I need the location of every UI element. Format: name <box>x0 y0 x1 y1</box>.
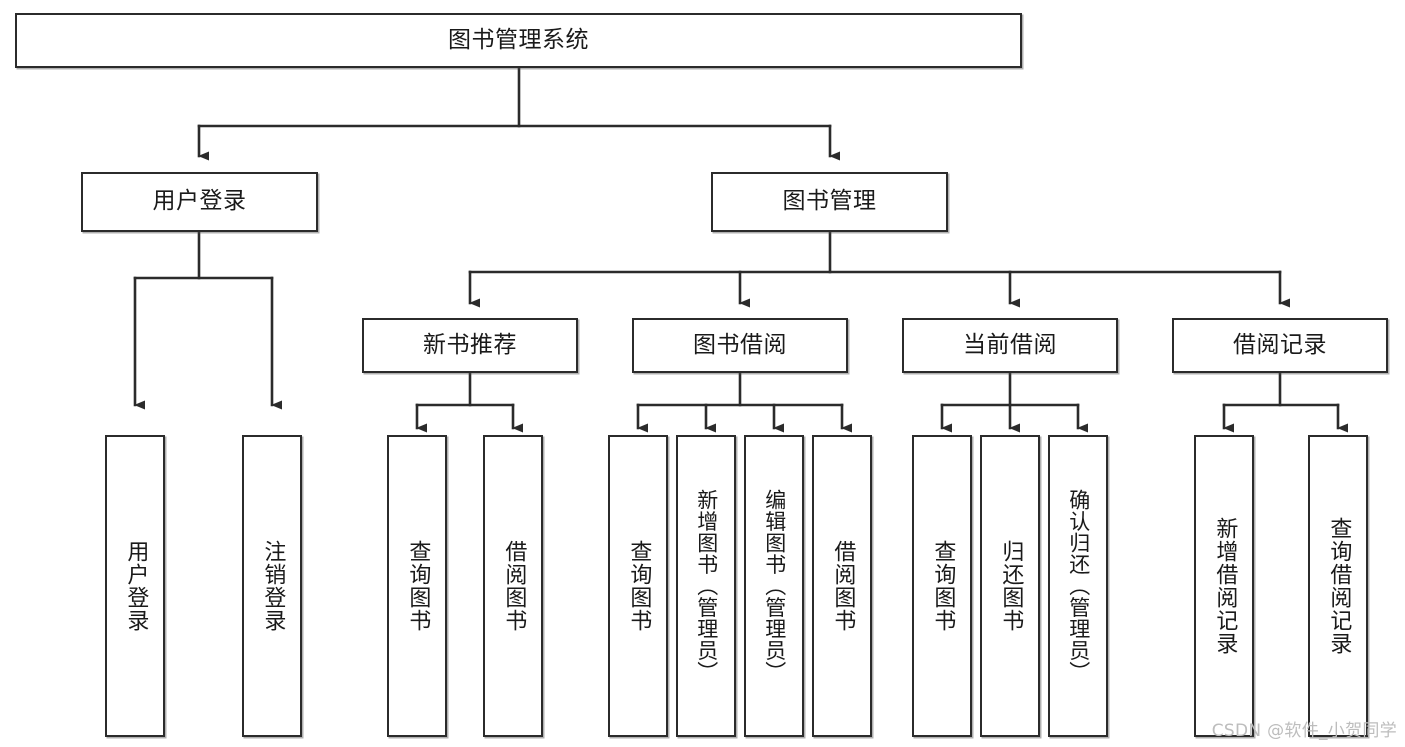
node-label: 新增借阅记录 <box>1212 517 1238 655</box>
leaf-book-borrow-edit-book-admin[interactable]: 编辑图书（管理员） <box>744 435 804 737</box>
leaf-borrow-record-query-record[interactable]: 查询借阅记录 <box>1308 435 1368 737</box>
node-label: 注销登录 <box>260 540 286 632</box>
node-root-book-management-system[interactable]: 图书管理系统 <box>15 13 1022 68</box>
leaf-new-book-query-book[interactable]: 查询图书 <box>387 435 447 737</box>
node-current-borrow[interactable]: 当前借阅 <box>902 318 1118 373</box>
leaf-user-login-logout[interactable]: 注销登录 <box>242 435 302 737</box>
node-label: 归还图书 <box>998 540 1024 632</box>
node-label: 图书借阅 <box>693 331 787 358</box>
node-label: 查询图书 <box>405 540 431 632</box>
leaf-current-borrow-confirm-return-admin[interactable]: 确认归还（管理员） <box>1048 435 1108 737</box>
node-label: 编辑图书（管理员） <box>762 489 787 683</box>
leaf-book-borrow-borrow-book[interactable]: 借阅图书 <box>812 435 872 737</box>
leaf-current-borrow-return-book[interactable]: 归还图书 <box>980 435 1040 737</box>
node-new-book-recommend[interactable]: 新书推荐 <box>362 318 578 373</box>
node-label: 新增图书（管理员） <box>694 489 719 683</box>
csdn-watermark: CSDN @软件_小贺同学 <box>1211 721 1397 741</box>
node-label: 借阅图书 <box>501 540 527 632</box>
node-label: 用户登录 <box>152 188 247 215</box>
node-label: 查询借阅记录 <box>1326 517 1352 655</box>
node-book-borrow[interactable]: 图书借阅 <box>632 318 848 373</box>
node-label: 查询图书 <box>930 540 956 632</box>
node-label: 借阅图书 <box>830 540 856 632</box>
node-label: 新书推荐 <box>423 331 517 358</box>
node-label: 图书管理系统 <box>448 26 589 53</box>
node-label: 借阅记录 <box>1233 331 1327 358</box>
leaf-current-borrow-query-book[interactable]: 查询图书 <box>912 435 972 737</box>
node-label: 用户登录 <box>123 540 149 632</box>
node-label: 图书管理 <box>782 188 877 215</box>
node-label: 当前借阅 <box>963 331 1057 358</box>
leaf-book-borrow-query-book[interactable]: 查询图书 <box>608 435 668 737</box>
node-borrow-record[interactable]: 借阅记录 <box>1172 318 1388 373</box>
leaf-book-borrow-add-book-admin[interactable]: 新增图书（管理员） <box>676 435 736 737</box>
node-book-management[interactable]: 图书管理 <box>711 172 948 232</box>
node-label: 查询图书 <box>626 540 652 632</box>
leaf-new-book-borrow-book[interactable]: 借阅图书 <box>483 435 543 737</box>
node-user-login[interactable]: 用户登录 <box>81 172 318 232</box>
node-label: 确认归还（管理员） <box>1066 489 1091 683</box>
leaf-user-login-login[interactable]: 用户登录 <box>105 435 165 737</box>
leaf-borrow-record-add-record[interactable]: 新增借阅记录 <box>1194 435 1254 737</box>
